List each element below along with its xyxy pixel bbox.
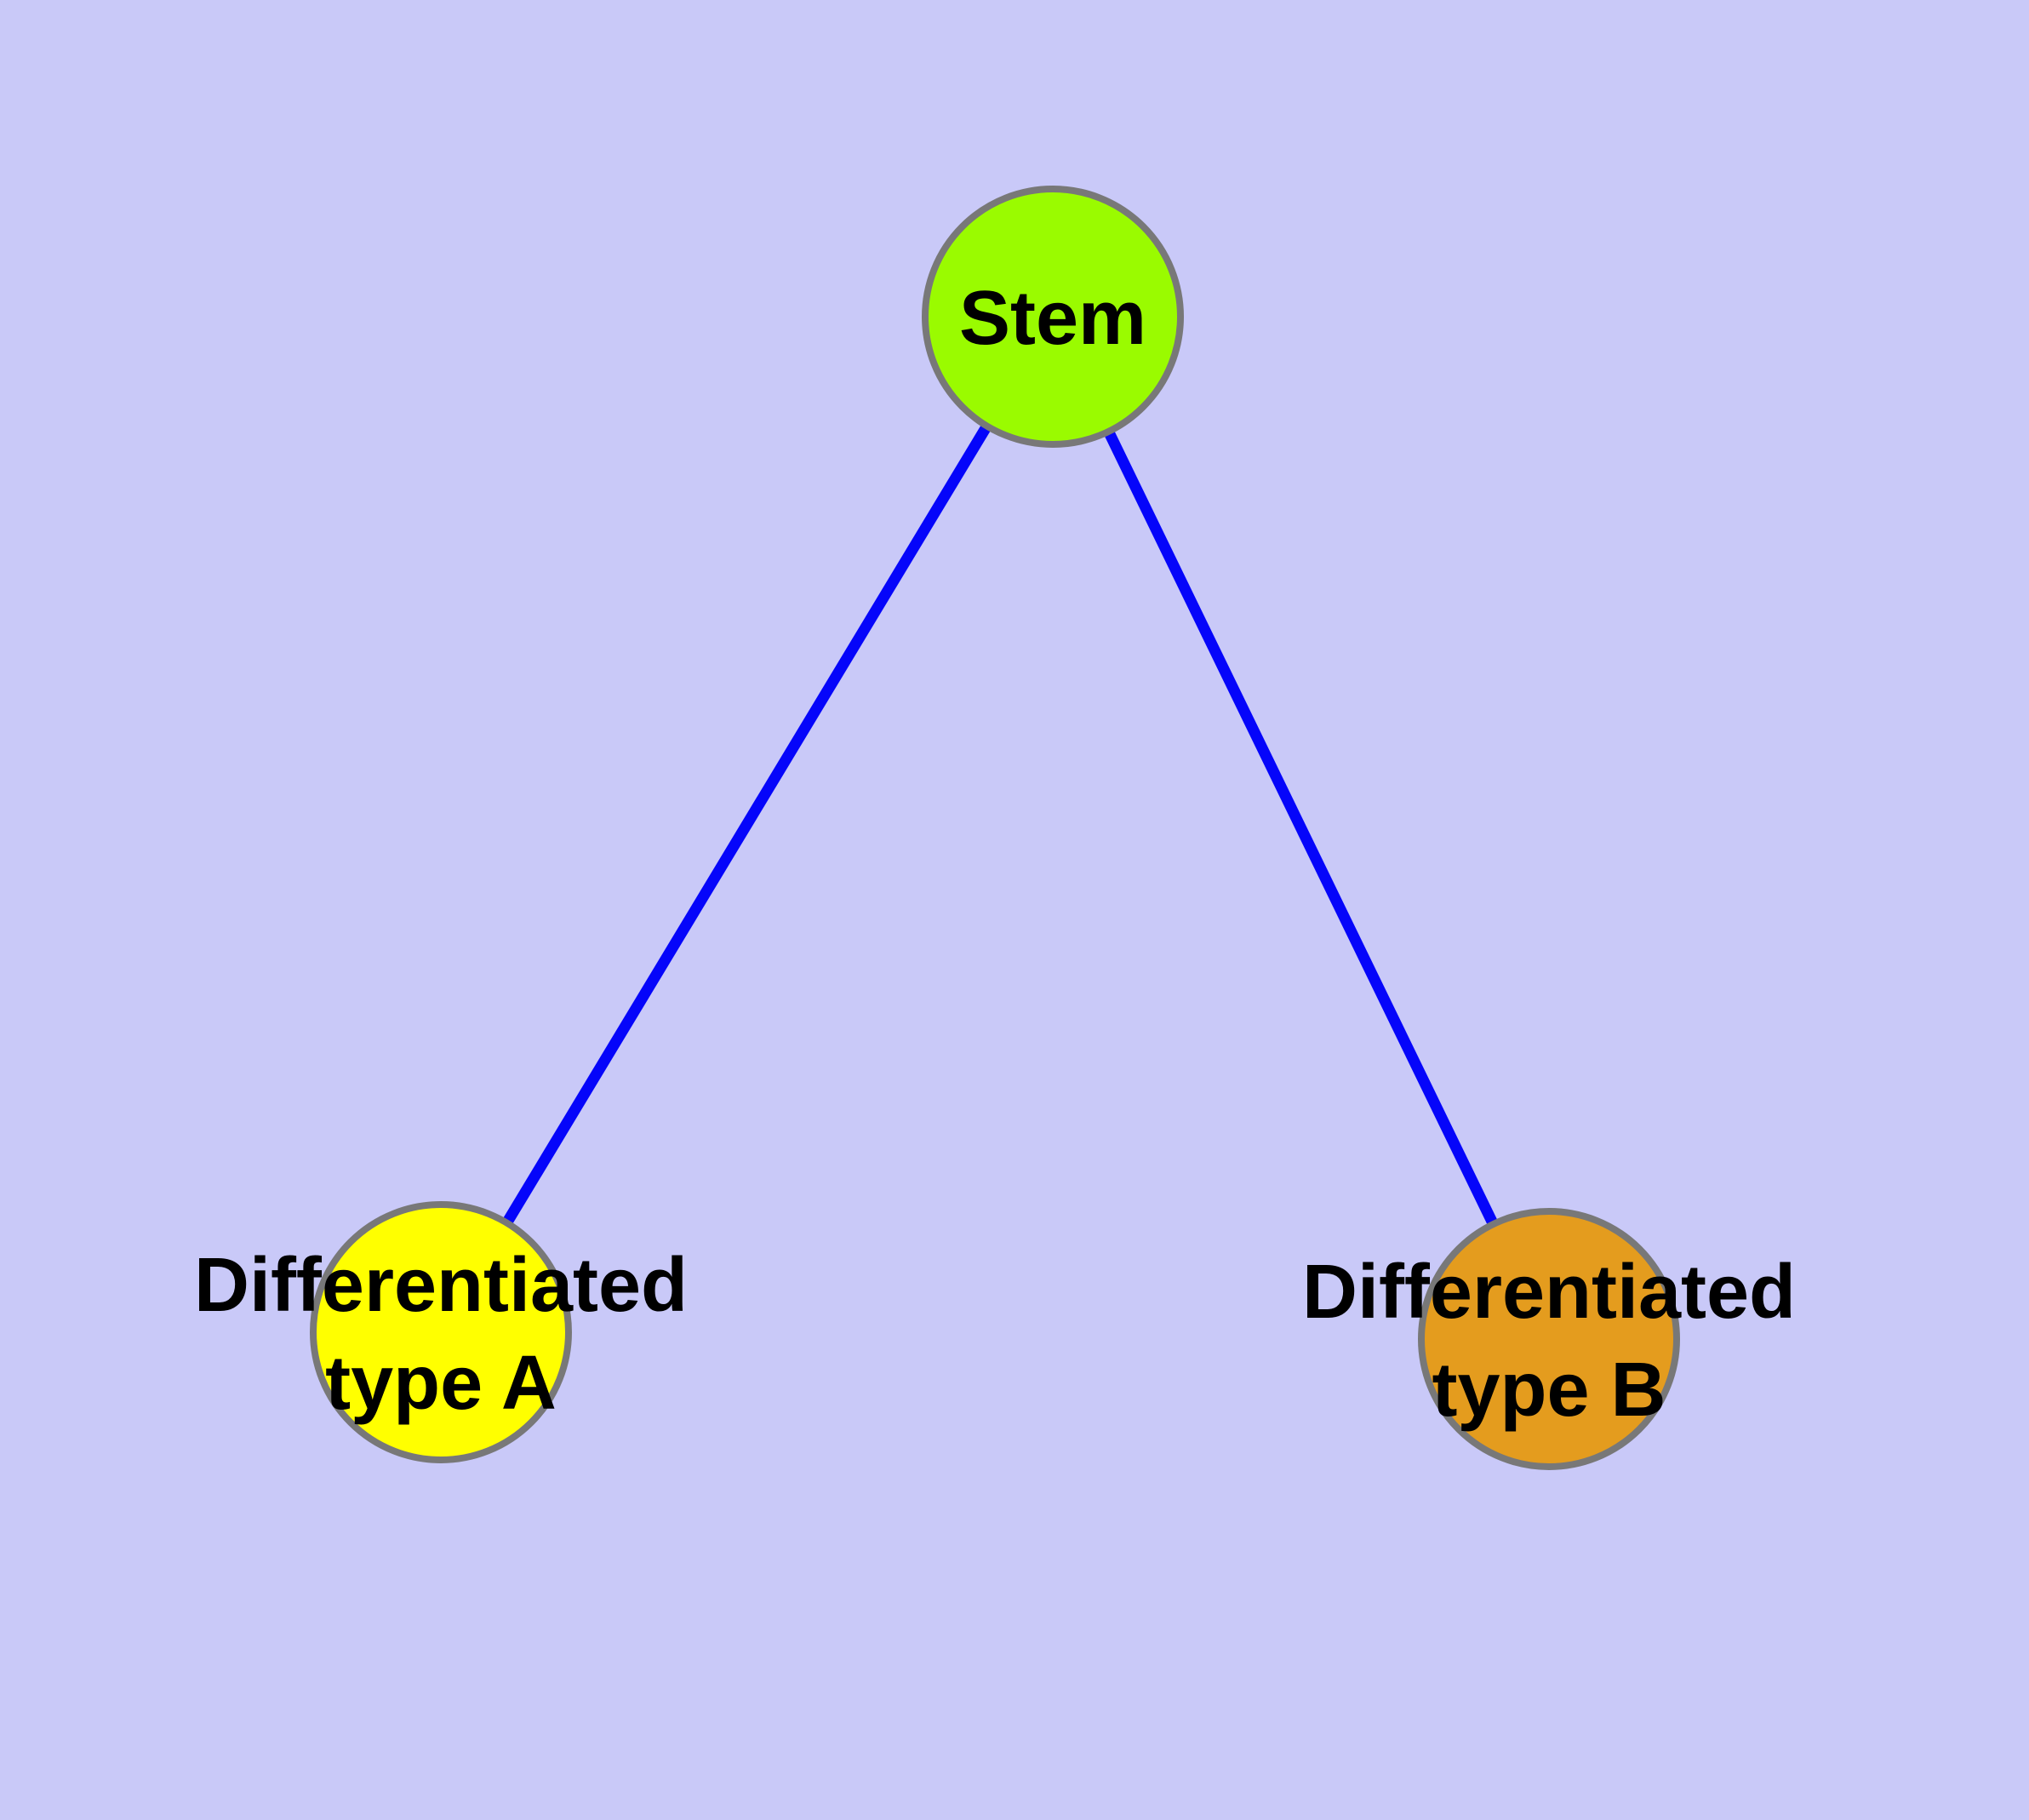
stem-node [922,186,1184,448]
edge-stem-type-b [1048,314,1554,1342]
type-a-label-line2: type A [325,1341,557,1426]
stem-node-label: Stem [959,276,1146,361]
edge-stem-type-a [436,313,1058,1336]
type-b-label-line2: type B [1432,1348,1666,1433]
type-b-node [1418,1208,1680,1470]
type-a-label-line1: Differentiated [194,1243,688,1328]
type-a-node [310,1201,572,1463]
type-b-label-line1: Differentiated [1302,1250,1796,1335]
